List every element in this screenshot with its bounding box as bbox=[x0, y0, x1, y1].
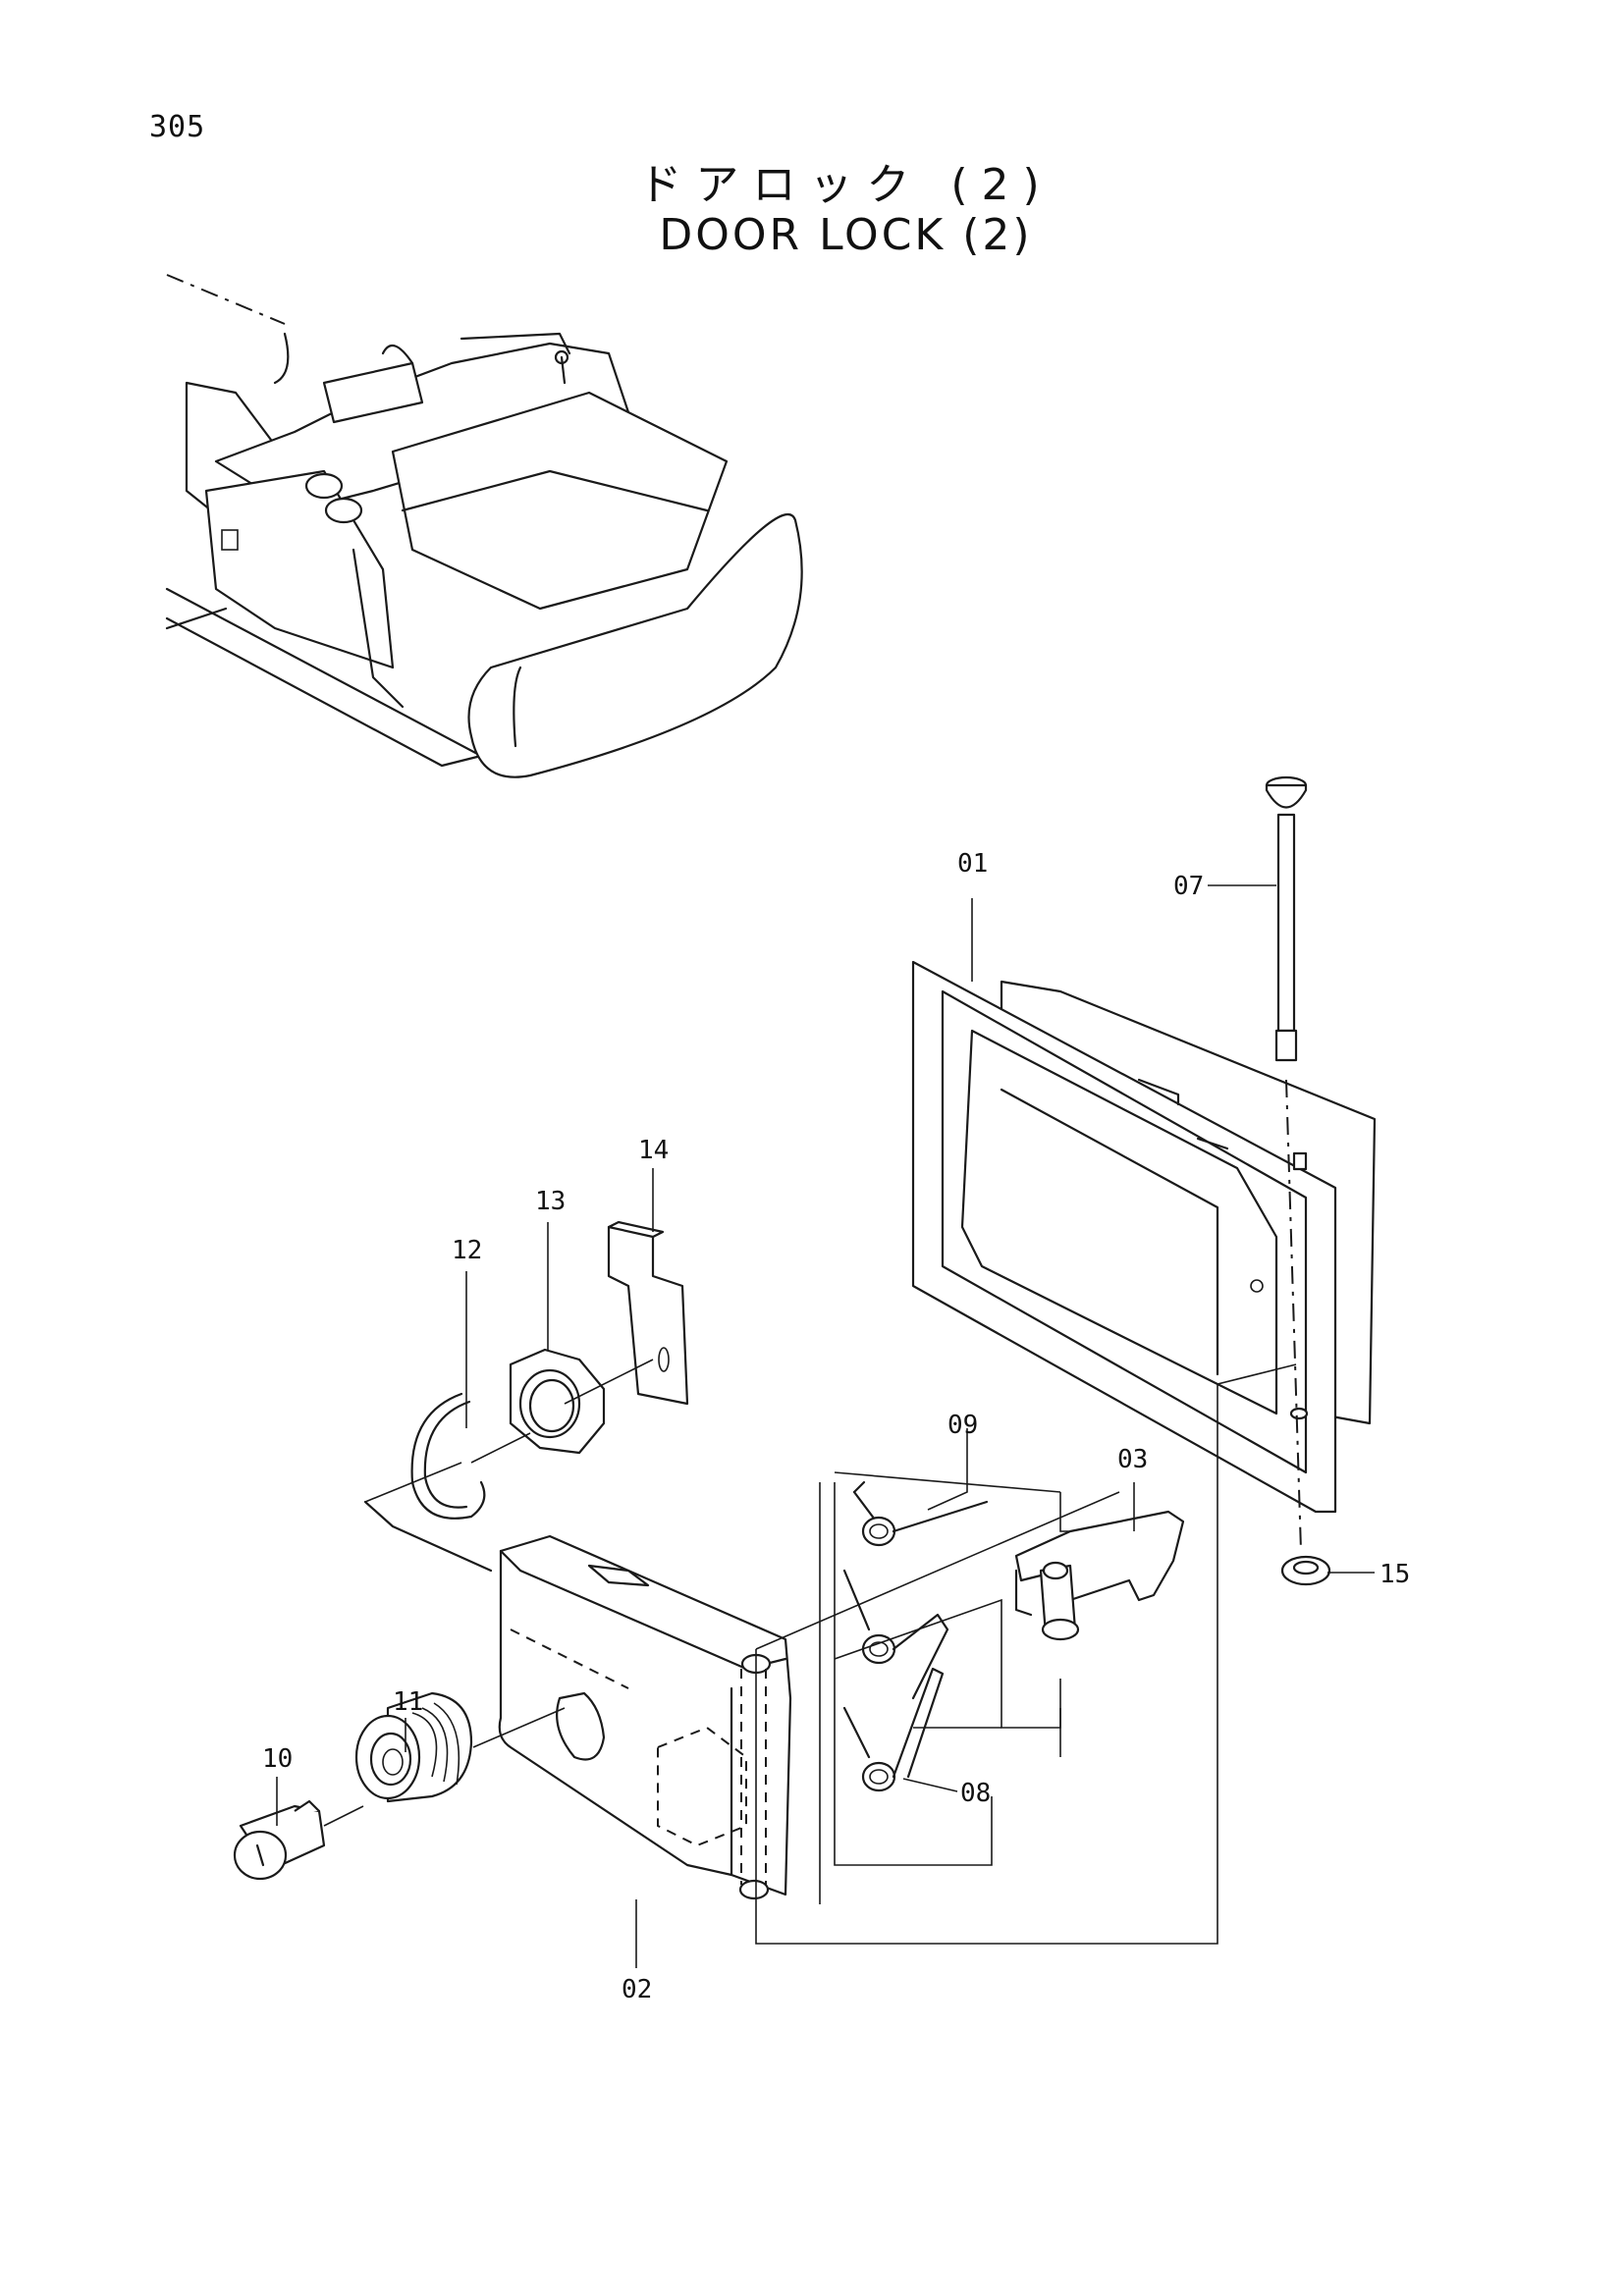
cab-overview-drawing bbox=[165, 274, 803, 778]
title-japanese: ドアロック (2) bbox=[638, 160, 1054, 210]
page-number: 305 bbox=[149, 110, 206, 144]
callout-07: 07 bbox=[1173, 872, 1204, 901]
callout-leaders bbox=[276, 884, 1375, 1968]
part-07-pin bbox=[1265, 775, 1308, 1552]
callout-02: 02 bbox=[622, 1975, 652, 2004]
callout-03: 03 bbox=[1117, 1445, 1148, 1474]
callout-12: 12 bbox=[452, 1236, 482, 1265]
part-03-lever bbox=[1014, 1510, 1185, 1641]
callout-labels: 01 02 03 07 08 09 10 11 12 13 14 15 bbox=[262, 849, 1410, 2004]
part-10-key-cylinder bbox=[233, 1799, 364, 1881]
part-01-handle-housing bbox=[911, 960, 1377, 1514]
callout-14: 14 bbox=[638, 1136, 669, 1165]
callout-01: 01 bbox=[957, 849, 988, 879]
part-09-spring bbox=[852, 1480, 989, 1547]
part-15-e-ring bbox=[1280, 1555, 1331, 1586]
part-08-spring-upper bbox=[842, 1569, 949, 1700]
part-13-nut bbox=[509, 1348, 654, 1455]
callout-15: 15 bbox=[1380, 1560, 1410, 1589]
part-02-lock-body bbox=[363, 1462, 792, 1900]
callout-10: 10 bbox=[262, 1744, 293, 1774]
part-14-plate bbox=[607, 1220, 689, 1406]
part-11-bushing bbox=[354, 1691, 566, 1803]
callout-13: 13 bbox=[535, 1187, 566, 1216]
part-08-spring-lower bbox=[842, 1667, 945, 1792]
callout-09: 09 bbox=[947, 1411, 978, 1440]
callout-11: 11 bbox=[393, 1687, 423, 1717]
callout-08: 08 bbox=[960, 1779, 991, 1808]
assembly-guide-lines bbox=[755, 1363, 1297, 1945]
title-english: DOOR LOCK (2) bbox=[659, 210, 1033, 260]
